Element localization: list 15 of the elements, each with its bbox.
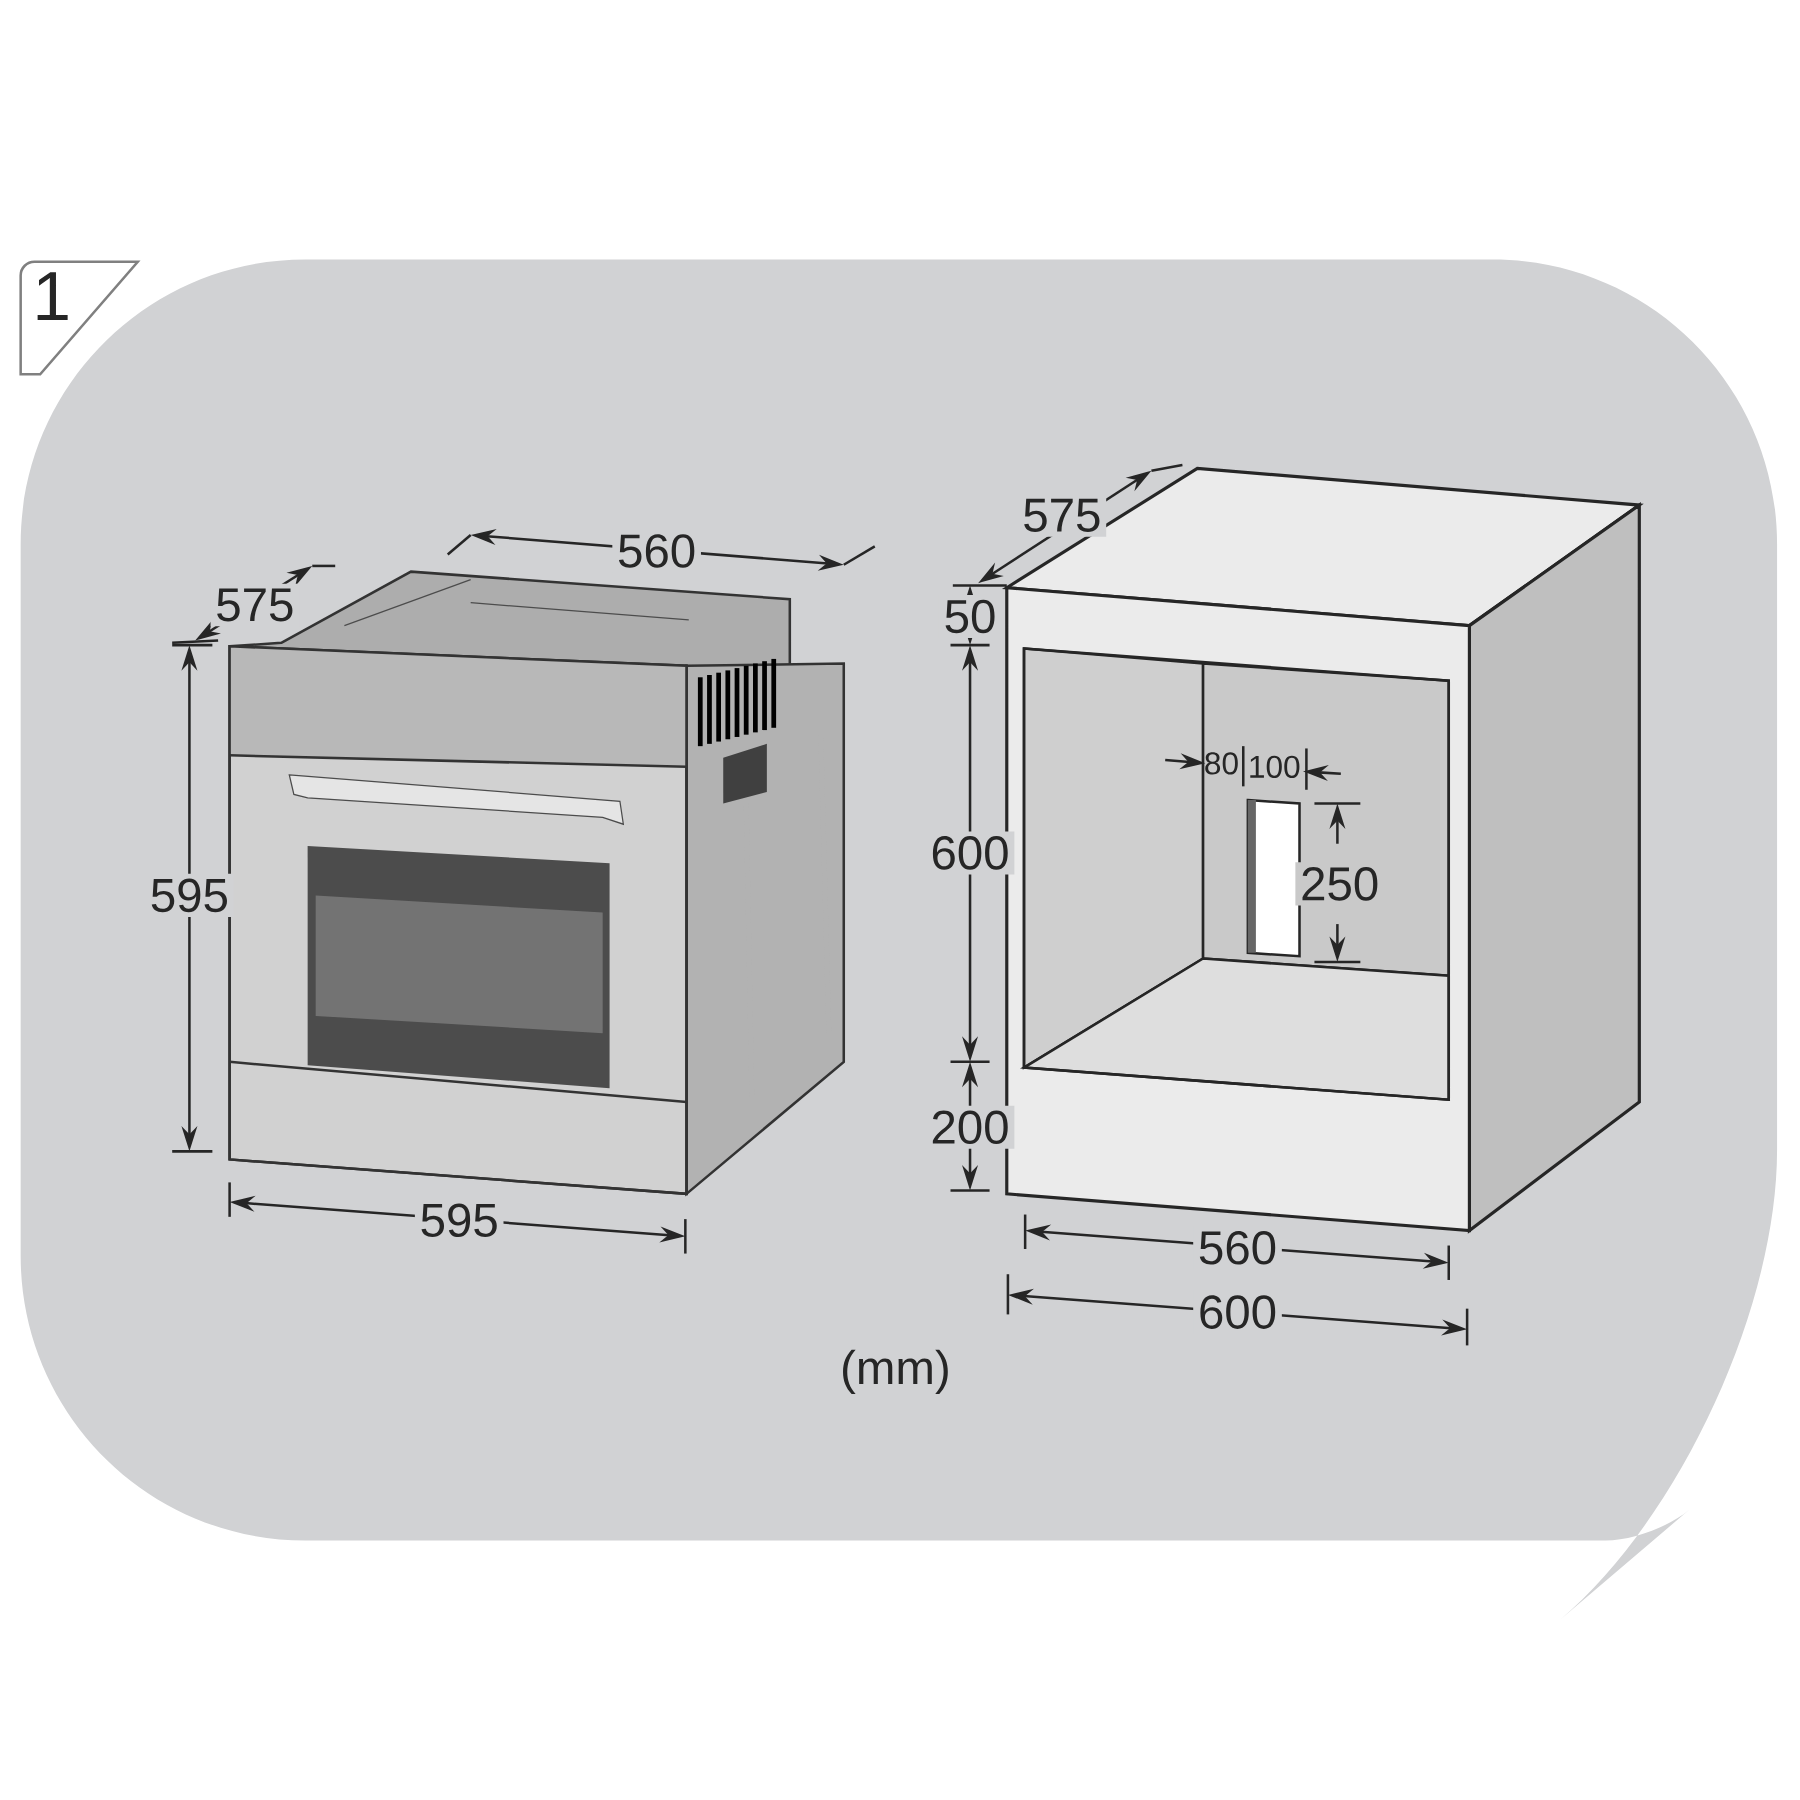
- dimension-label: 595: [414, 1198, 504, 1242]
- dimension-label: 575: [1017, 494, 1107, 537]
- dimension-label: 560: [612, 529, 701, 573]
- dimension-label: 600: [925, 831, 1015, 875]
- dimension-label: 250: [1295, 862, 1384, 906]
- dimension-label: 560: [1193, 1226, 1282, 1270]
- dimension-label: 200: [925, 1105, 1015, 1149]
- dimension-label: 595: [145, 873, 234, 917]
- dimension-label: 575: [210, 583, 300, 627]
- unit-note: (mm): [843, 1349, 948, 1394]
- dimension-label: 600: [1193, 1290, 1282, 1334]
- dimension-label: 80: [1205, 752, 1238, 775]
- dimension-label: 50: [938, 594, 1002, 638]
- dimension-label: 100: [1250, 755, 1300, 778]
- figure-number: 1: [37, 272, 68, 321]
